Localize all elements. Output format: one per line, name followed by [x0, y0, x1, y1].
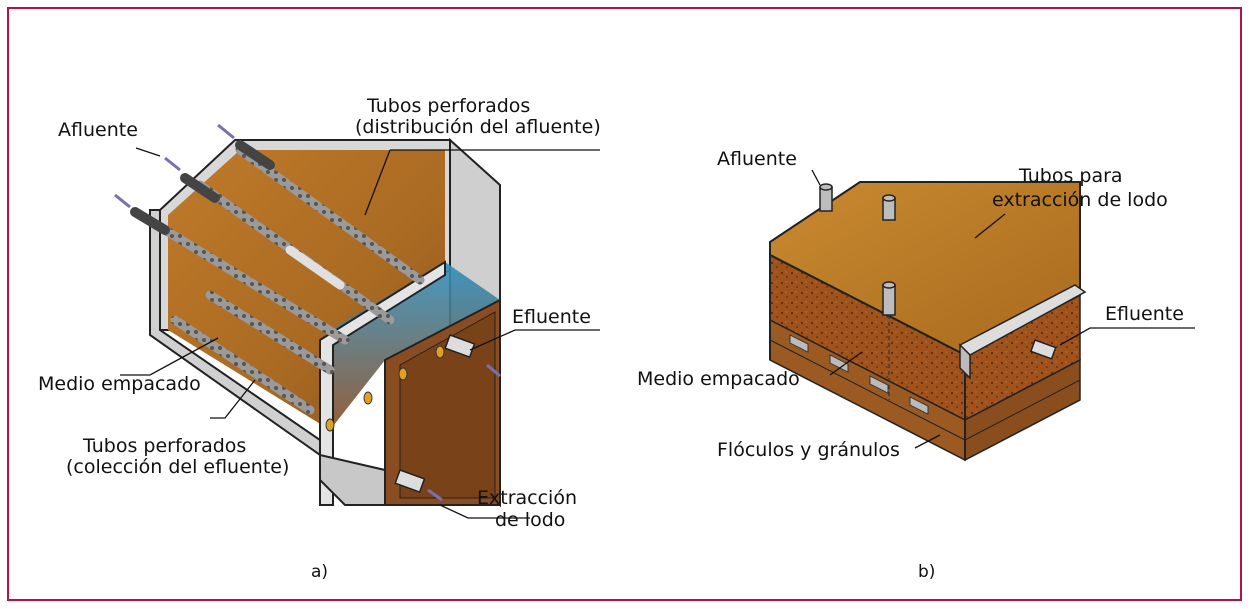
- panel-a-drawing: [114, 123, 501, 508]
- label-a-medio: Medio empacado: [38, 373, 201, 395]
- support-blocks: [789, 334, 929, 415]
- distribution-tubes: [130, 140, 425, 415]
- figure-frame: [7, 7, 1242, 601]
- effluent-pipe-a: [444, 334, 476, 359]
- sludge-pipe-a: [394, 469, 426, 494]
- hopper: [319, 453, 386, 506]
- label-a-tubos-dist-1: Tubos perforados: [366, 95, 530, 117]
- caption-b: b): [918, 562, 935, 582]
- label-b-tubos-1: Tubos para: [1018, 165, 1123, 187]
- effluent-trough-front: [959, 343, 971, 380]
- leaders-a: [120, 147, 600, 519]
- label-a-tubos-col-1: Tubos perforados: [82, 435, 246, 457]
- label-a-efluente: Efluente: [512, 306, 591, 328]
- effluent-pipe-b: [1029, 339, 1057, 360]
- label-b-tubos-2: extracción de lodo: [992, 189, 1168, 211]
- label-a-extraccion-2: de lodo: [495, 509, 565, 531]
- vertical-pipes: [819, 183, 896, 316]
- leaders-b: [811, 169, 1195, 449]
- label-a-tubos-dist-2: (distribución del afluente): [355, 116, 601, 138]
- label-a-extraccion-1: Extracción: [477, 487, 577, 509]
- flow-arrows-a: [114, 123, 501, 502]
- label-b-efluente: Efluente: [1105, 303, 1184, 325]
- label-a-tubos-col-2: (colección del efluente): [66, 456, 289, 478]
- left-wall: [149, 209, 321, 457]
- collector-box-inner: [399, 311, 496, 499]
- label-b-floculos: Flóculos y gránulos: [717, 439, 900, 461]
- orifices: [325, 345, 445, 432]
- front-plate: [319, 260, 446, 506]
- panel-b-drawing: [769, 181, 1087, 462]
- label-b-medio: Medio empacado: [637, 368, 800, 390]
- label-b-afluente: Afluente: [717, 148, 797, 170]
- label-a-afluente: Afluente: [58, 119, 138, 141]
- caption-a: a): [311, 562, 328, 582]
